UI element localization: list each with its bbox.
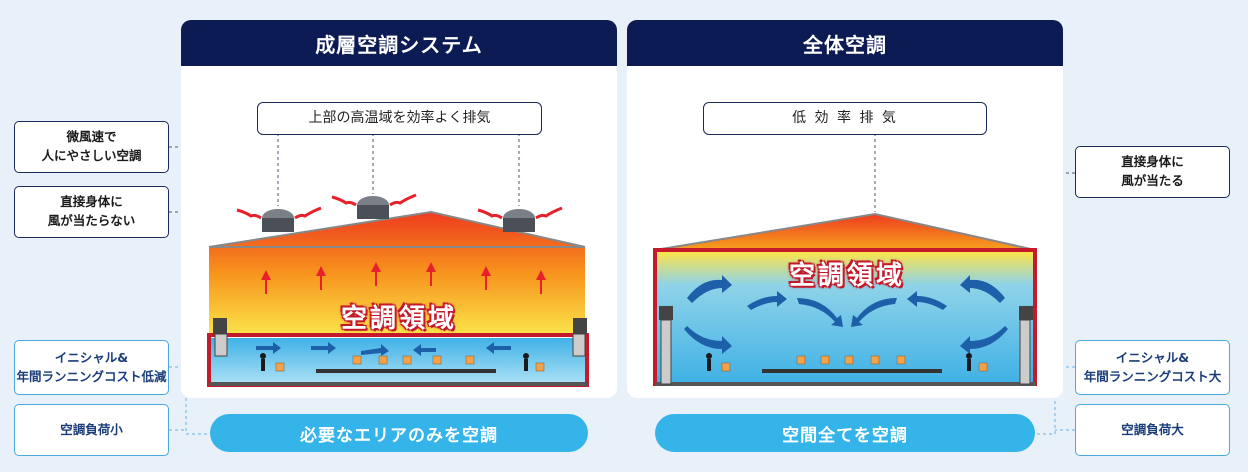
cargo-box-icon [721,355,988,372]
right-bottom-pill: 空間全てを空調 [655,414,1035,452]
air-flow-arrow-icon [684,275,1008,354]
callout-load-small-text: 空調負荷小 [60,421,123,437]
roof-ventilator-icon [262,196,535,232]
callout-direct-line2: 風が当たる [1121,173,1184,188]
callout-no-direct-line1: 直接身体に [60,194,123,210]
callout-breeze-line1: 微風速で [66,129,117,145]
left-region-label: 空調領域 [341,304,458,334]
air-conditioner-unit-icon [213,318,587,357]
callout-cost-high-line2: 年間ランニングコスト大 [1083,368,1222,384]
callout-no-direct-wind: 直接身体に風が当たらない [14,186,169,238]
left-exhaust-label: 上部の高温域を効率よく排気 [257,102,542,135]
left-panel-title: 成層空調システム [181,20,617,66]
hot-air-zone [209,212,585,335]
right-exhaust-label: 低 効 率 排 気 [703,102,987,135]
right-region-label: 空調領域 [789,261,906,291]
air-flow-arrow-icon [256,342,511,356]
callout-breeze-line2: 人にやさしい空調 [41,148,142,163]
right-building-illustration [653,133,1037,386]
worker-icon [260,353,529,371]
callout-direct-line1: 直接身体に [1121,154,1184,170]
callout-cost-low-line2: 年間ランニングコスト低減 [16,368,167,384]
callout-cost-high: イニシャル&年間ランニングコスト大 [1075,340,1230,395]
air-conditioner-unit-icon [659,306,1033,385]
callout-direct-wind: 直接身体に風が当たる [1075,146,1230,198]
cargo-box-icon [275,355,545,372]
cool-air-zone [211,338,585,382]
callout-load-large-text: 空調負荷大 [1121,421,1184,437]
callout-cost-low-line1: イニシャル& [54,349,129,365]
heat-arrow-icon [261,262,546,294]
worker-icon [706,353,972,371]
callout-load-small: 空調負荷小 [14,404,169,456]
callout-cost-low: イニシャル&年間ランニングコスト低減 [14,340,169,395]
callout-cost-high-line1: イニシャル& [1115,349,1190,365]
callout-no-direct-line2: 風が当たらない [47,213,136,228]
left-building-illustration [207,133,589,387]
callout-load-large: 空調負荷大 [1075,404,1230,456]
left-bottom-pill: 必要なエリアのみを空調 [210,414,588,452]
right-panel-title: 全体空調 [627,20,1063,66]
callout-breeze: 微風速で人にやさしい空調 [14,121,169,173]
